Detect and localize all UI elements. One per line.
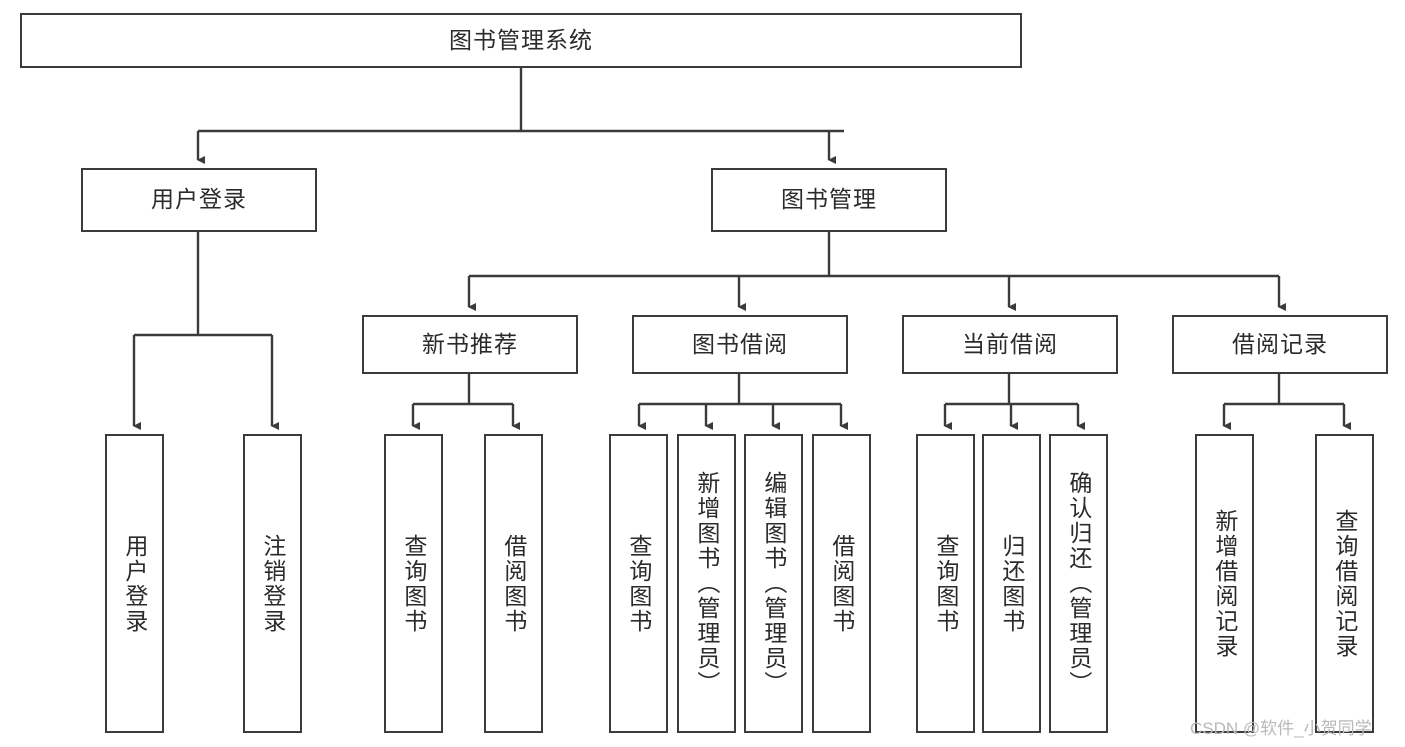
leaf-records-add-record[interactable]: 新增借阅记录 [1195, 434, 1254, 733]
node-user-login[interactable]: 用户登录 [81, 168, 317, 232]
leaf-current-confirm-return-admin[interactable]: 确认归还（管理员） [1049, 434, 1108, 733]
watermark-credit: CSDN @软件_小贺同学 [1190, 719, 1372, 738]
leaf-records-query-record[interactable]: 查询借阅记录 [1315, 434, 1374, 733]
node-root[interactable]: 图书管理系统 [20, 13, 1022, 68]
node-new-book-recommend[interactable]: 新书推荐 [362, 315, 578, 374]
leaf-borrow-query-book[interactable]: 查询图书 [609, 434, 668, 733]
leaf-user-logout[interactable]: 注销登录 [243, 434, 302, 733]
leaf-user-login[interactable]: 用户登录 [105, 434, 164, 733]
leaf-borrow-edit-book-admin[interactable]: 编辑图书（管理员） [744, 434, 803, 733]
leaf-newbook-borrow-book[interactable]: 借阅图书 [484, 434, 543, 733]
node-borrow-records[interactable]: 借阅记录 [1172, 315, 1388, 374]
node-book-borrow[interactable]: 图书借阅 [632, 315, 848, 374]
node-current-borrow[interactable]: 当前借阅 [902, 315, 1118, 374]
node-book-management[interactable]: 图书管理 [711, 168, 947, 232]
leaf-current-query-book[interactable]: 查询图书 [916, 434, 975, 733]
leaf-newbook-query-book[interactable]: 查询图书 [384, 434, 443, 733]
leaf-current-return-book[interactable]: 归还图书 [982, 434, 1041, 733]
leaf-borrow-add-book-admin[interactable]: 新增图书（管理员） [677, 434, 736, 733]
leaf-borrow-borrow-book[interactable]: 借阅图书 [812, 434, 871, 733]
